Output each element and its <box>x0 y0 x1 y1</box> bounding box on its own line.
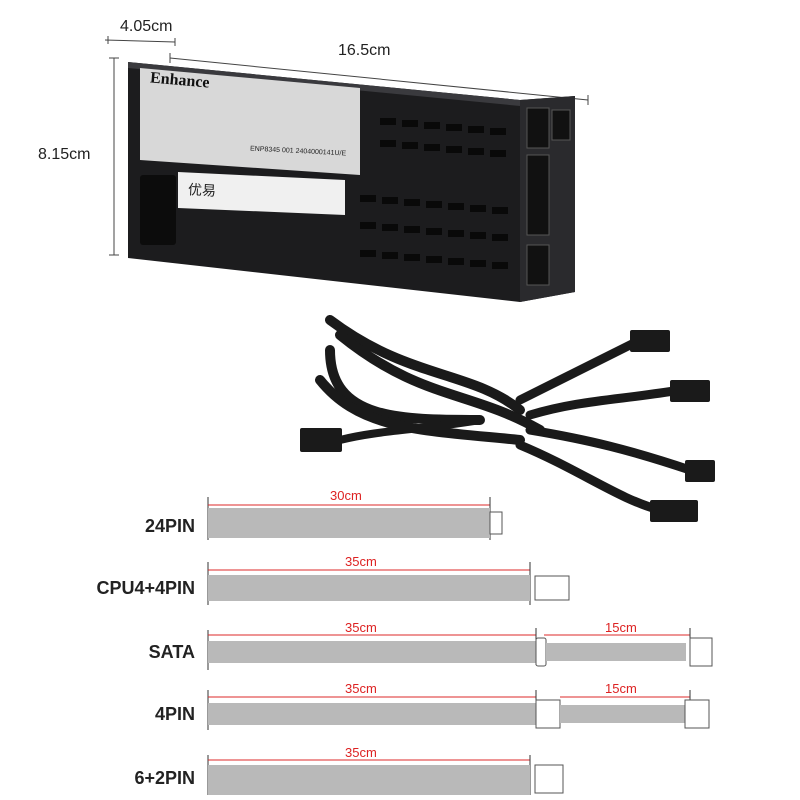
length-sata-main: 35cm <box>345 620 377 635</box>
cable-label-sata: SATA <box>148 642 195 662</box>
cable-row-24pin <box>207 497 503 540</box>
cable-label-cpu: CPU4+4PIN <box>96 578 195 598</box>
psu-sticker: 优易 <box>187 181 217 199</box>
cable-label-4pin: 4PIN <box>154 704 195 724</box>
length-4pin-main: 35cm <box>345 681 377 696</box>
cable-label-24pin: 24PIN <box>144 516 195 536</box>
cable-row-cpu <box>207 562 570 605</box>
cable-label-6-2pin: 6+2PIN <box>134 768 195 788</box>
length-sata-ext: 15cm <box>605 620 637 635</box>
depth-label: 4.05cm <box>120 18 173 35</box>
length-24pin: 30cm <box>330 488 362 503</box>
length-cpu: 35cm <box>345 554 377 569</box>
height-label: 8.15cm <box>38 146 91 163</box>
cable-row-6-2pin <box>207 755 564 795</box>
cable-row-sata <box>207 628 713 670</box>
length-label: 16.5cm <box>338 42 391 59</box>
cable-bundle <box>315 315 695 515</box>
length-4pin-ext: 15cm <box>605 681 637 696</box>
psu-unit <box>128 62 575 302</box>
cable-row-4pin <box>207 690 710 730</box>
length-6-2pin: 35cm <box>345 745 377 760</box>
